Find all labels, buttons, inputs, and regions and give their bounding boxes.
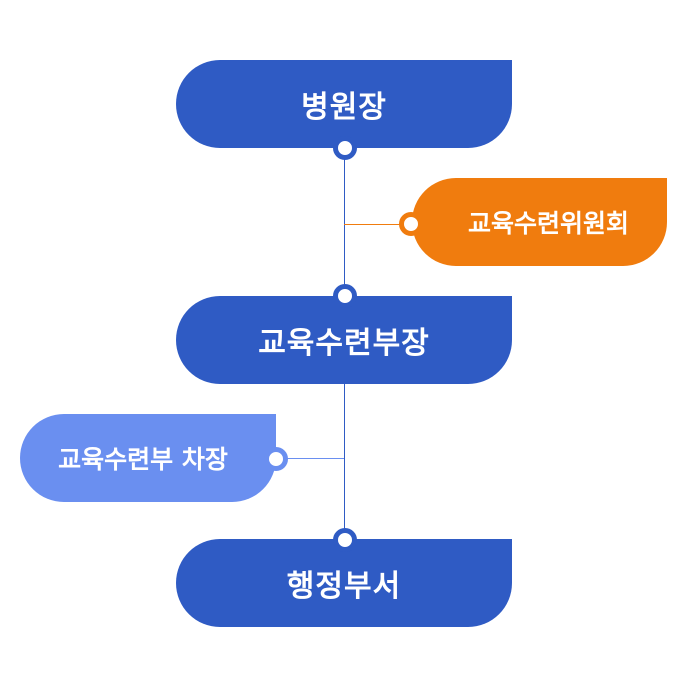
node-admin-label: 행정부서 <box>286 569 402 604</box>
node-committee-label: 교육수련위원회 <box>467 209 629 238</box>
node-training-head: 교육수련부장 <box>176 296 512 384</box>
node-admin: 행정부서 <box>176 539 512 627</box>
node-director-label: 병원장 <box>301 90 387 125</box>
connector-dot-director-bottom <box>333 136 357 160</box>
connector-to-committee <box>344 224 412 225</box>
connector-dot-committee <box>399 212 423 236</box>
connector-dot-training-head-top <box>333 284 357 308</box>
node-training-head-label: 교육수련부장 <box>258 326 430 361</box>
connector-director-to-training-head <box>344 147 345 295</box>
connector-to-deputy-head <box>276 458 344 459</box>
connector-dot-admin-top <box>333 528 357 552</box>
node-director: 병원장 <box>176 60 512 148</box>
node-deputy-head: 교육수련부 차장 <box>20 414 276 502</box>
connector-dot-deputy-head <box>264 447 288 471</box>
node-committee: 교육수련위원회 <box>412 178 667 266</box>
node-deputy-head-label: 교육수련부 차장 <box>58 445 228 474</box>
connector-training-head-to-admin <box>344 383 345 539</box>
